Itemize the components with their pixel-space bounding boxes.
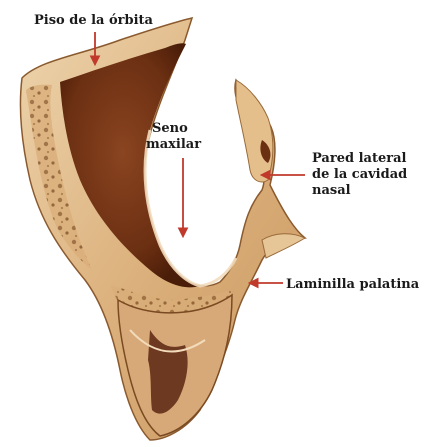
label-orbit-floor: Piso de la órbita xyxy=(34,13,154,28)
label-sinus-line1: Seno xyxy=(152,121,188,136)
label-palatine: Laminilla palatina xyxy=(286,277,420,292)
palatine-lamina xyxy=(262,234,305,258)
lateral-nasal-wall xyxy=(236,80,273,182)
label-nasal-wall-line3: nasal xyxy=(312,183,351,198)
label-nasal-wall-line1: Pared lateral xyxy=(312,151,406,166)
label-sinus-line2: maxilar xyxy=(146,137,201,152)
label-nasal-wall-line2: de la cavidad xyxy=(312,167,407,182)
